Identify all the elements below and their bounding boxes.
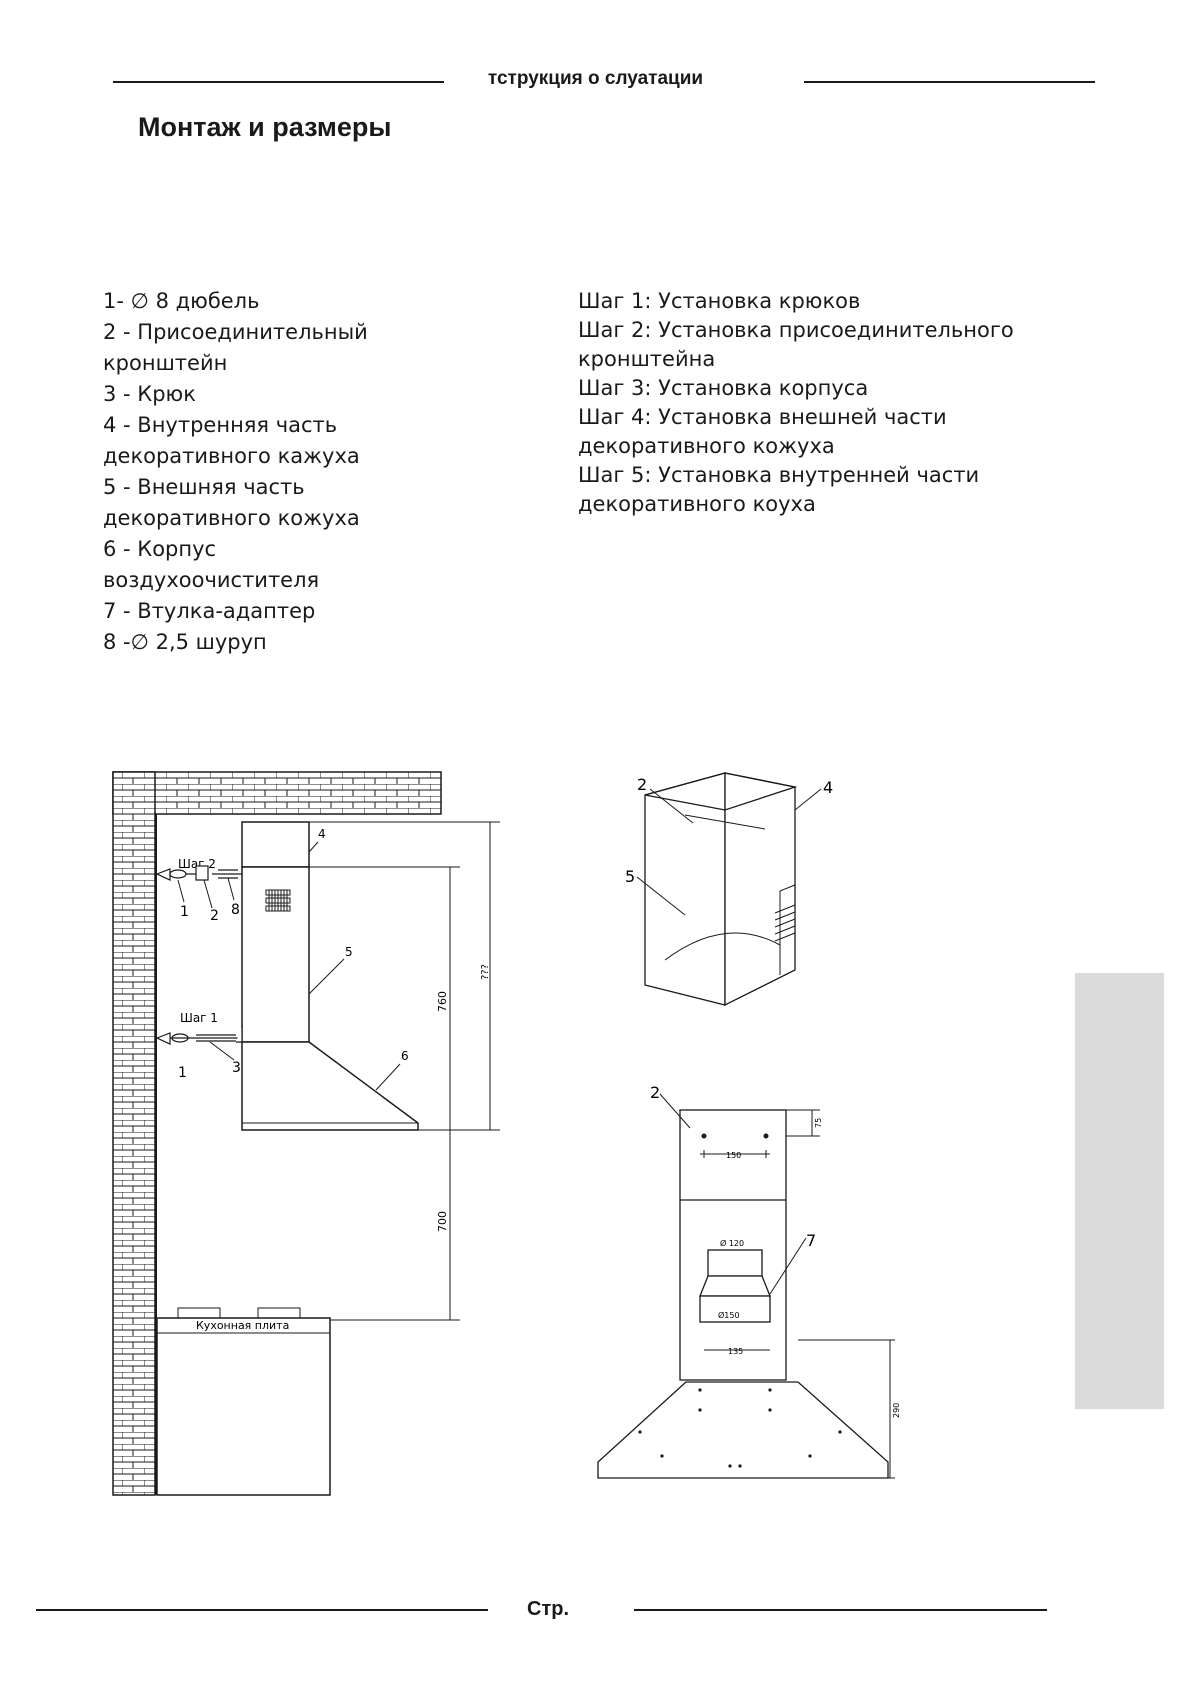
dimension-label-d120: Ø 120 xyxy=(720,1238,744,1248)
parts-list-item: 6 - Корпус воздухоочистителя xyxy=(103,537,320,592)
parts-list-item: 5 - Внешняя часть декоративного кожуха xyxy=(103,475,360,530)
callout-number: 1 xyxy=(178,1065,187,1081)
footer-rule-right xyxy=(634,1609,1047,1611)
hood-body xyxy=(241,1041,419,1131)
step1-hook xyxy=(155,1026,243,1045)
steps-list-item: Шаг 2: Установка присоединительного крон… xyxy=(578,318,1014,371)
steps-list-item: Шаг 3: Установка корпуса xyxy=(578,376,869,400)
brick-wall-top xyxy=(112,771,442,815)
callout-number: 6 xyxy=(401,1049,409,1063)
page-title: Монтаж и размеры xyxy=(138,112,392,142)
callout-number: 2 xyxy=(210,908,219,924)
vent-grille xyxy=(265,889,291,912)
callout-number: 4 xyxy=(318,827,326,841)
callout-number: 3 xyxy=(232,1060,241,1076)
callout-number: 2 xyxy=(637,775,647,794)
callout-number: 5 xyxy=(345,945,353,959)
callout-number: 4 xyxy=(823,778,833,797)
steps-list-item: Шаг 5: Установка внутренней части декора… xyxy=(578,463,980,516)
step2-bracket xyxy=(155,865,242,881)
parts-list-item: 2 - Присоединительный кронштейн xyxy=(103,320,368,375)
dimension-label-150: 150 xyxy=(726,1151,741,1160)
chimney-drawing: 2 4 5 xyxy=(625,772,833,1007)
callout-number: 8 xyxy=(231,902,240,918)
callout-number: 7 xyxy=(806,1231,816,1250)
stove-burner xyxy=(177,1307,221,1319)
parts-list-item: 3 - Крюк xyxy=(103,382,196,406)
stove-burner xyxy=(257,1307,301,1319)
dimension-lines xyxy=(309,821,500,1321)
header-rule-right xyxy=(804,81,1095,83)
callout-number: 1 xyxy=(180,904,189,920)
header-title: тструкция о слуатации xyxy=(487,68,704,89)
installation-drawing-left: Шаг 2 1 2 8 4 5 Шаг 1 1 3 6 760 ??? 700 … xyxy=(112,771,500,1496)
dimension-label-total: ??? xyxy=(480,964,491,980)
parts-list-item: 7 - Втулка-адаптер xyxy=(103,599,316,623)
step1-label: Шаг 1 xyxy=(180,1011,218,1025)
dimension-label-d150: Ø150 xyxy=(718,1310,740,1320)
steps-list-item: Шаг 4: Установка внешней части декоратив… xyxy=(578,405,947,458)
steps-list: Шаг 1: Установка крюков Шаг 2: Установка… xyxy=(578,287,1038,519)
dimension-label-290: 290 xyxy=(892,1403,901,1418)
dimension-label-135: 135 xyxy=(728,1347,743,1356)
stove xyxy=(156,1317,331,1496)
parts-list-item: 8 -∅ 2,5 шуруп xyxy=(103,630,267,654)
parts-list-item: 1- ∅ 8 дюбель xyxy=(103,289,260,313)
dimension-label-75: 75 xyxy=(814,1118,823,1128)
brick-wall-left xyxy=(112,771,156,1496)
dimension-lines xyxy=(700,1109,895,1479)
chimney-inner xyxy=(241,821,310,868)
vent-grille xyxy=(774,904,796,942)
screw-points xyxy=(638,1133,842,1468)
dimension-label-760: 760 xyxy=(436,991,449,1012)
parts-list-item: 4 - Внутренняя часть декоративного кажух… xyxy=(103,413,360,468)
steps-list-item: Шаг 1: Установка крюков xyxy=(578,289,861,313)
stove-label: Кухонная плита xyxy=(196,1319,289,1332)
parts-list: 1- ∅ 8 дюбель 2 - Присоединительный крон… xyxy=(103,286,433,658)
footer-page-label: Стр. xyxy=(527,1598,570,1620)
callout-number: 5 xyxy=(625,867,635,886)
callout-number: 2 xyxy=(650,1083,660,1102)
header-rule-left xyxy=(113,81,444,83)
front-view-drawing: 2 7 75 150 Ø 120 Ø150 135 290 xyxy=(597,1083,901,1479)
footer-rule-left xyxy=(36,1609,488,1611)
side-tab xyxy=(1075,973,1164,1409)
dimension-label-700: 700 xyxy=(436,1211,449,1232)
